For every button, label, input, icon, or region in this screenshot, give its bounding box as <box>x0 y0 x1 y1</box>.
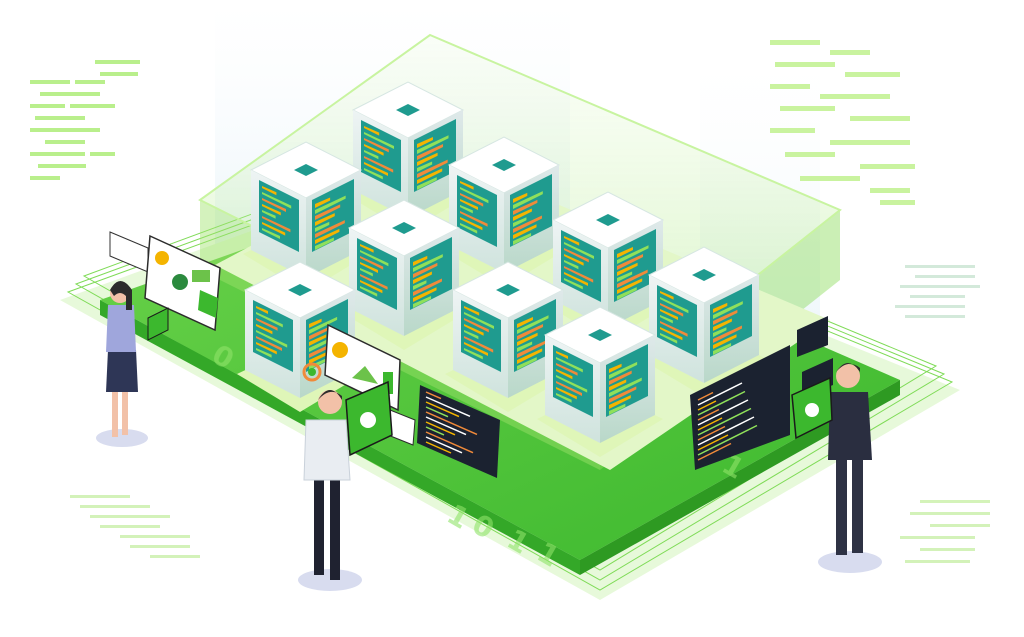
server-rack-icon <box>237 261 363 412</box>
person-woman <box>96 281 169 447</box>
server-rack-icon <box>537 306 663 457</box>
server-racks <box>237 81 767 457</box>
code-panel-right <box>690 345 790 470</box>
person-man-right <box>791 363 882 573</box>
floating-code-left <box>30 60 140 180</box>
server-rack-icon <box>545 191 671 342</box>
person-man-laptop <box>298 380 393 591</box>
server-rack-icon <box>345 81 471 232</box>
floating-code-right-mid <box>895 265 980 318</box>
floating-code-right <box>770 40 915 205</box>
floating-code-bottom-right <box>900 500 990 563</box>
server-rack-icon <box>243 141 369 292</box>
server-rack-icon <box>641 246 767 397</box>
dashboard-left <box>109 231 221 332</box>
floating-code-bottom-left <box>70 495 200 558</box>
ring-icon <box>302 362 322 382</box>
code-panel-center <box>417 385 500 478</box>
server-rack-icon <box>441 136 567 287</box>
server-rack-icon <box>341 199 467 350</box>
